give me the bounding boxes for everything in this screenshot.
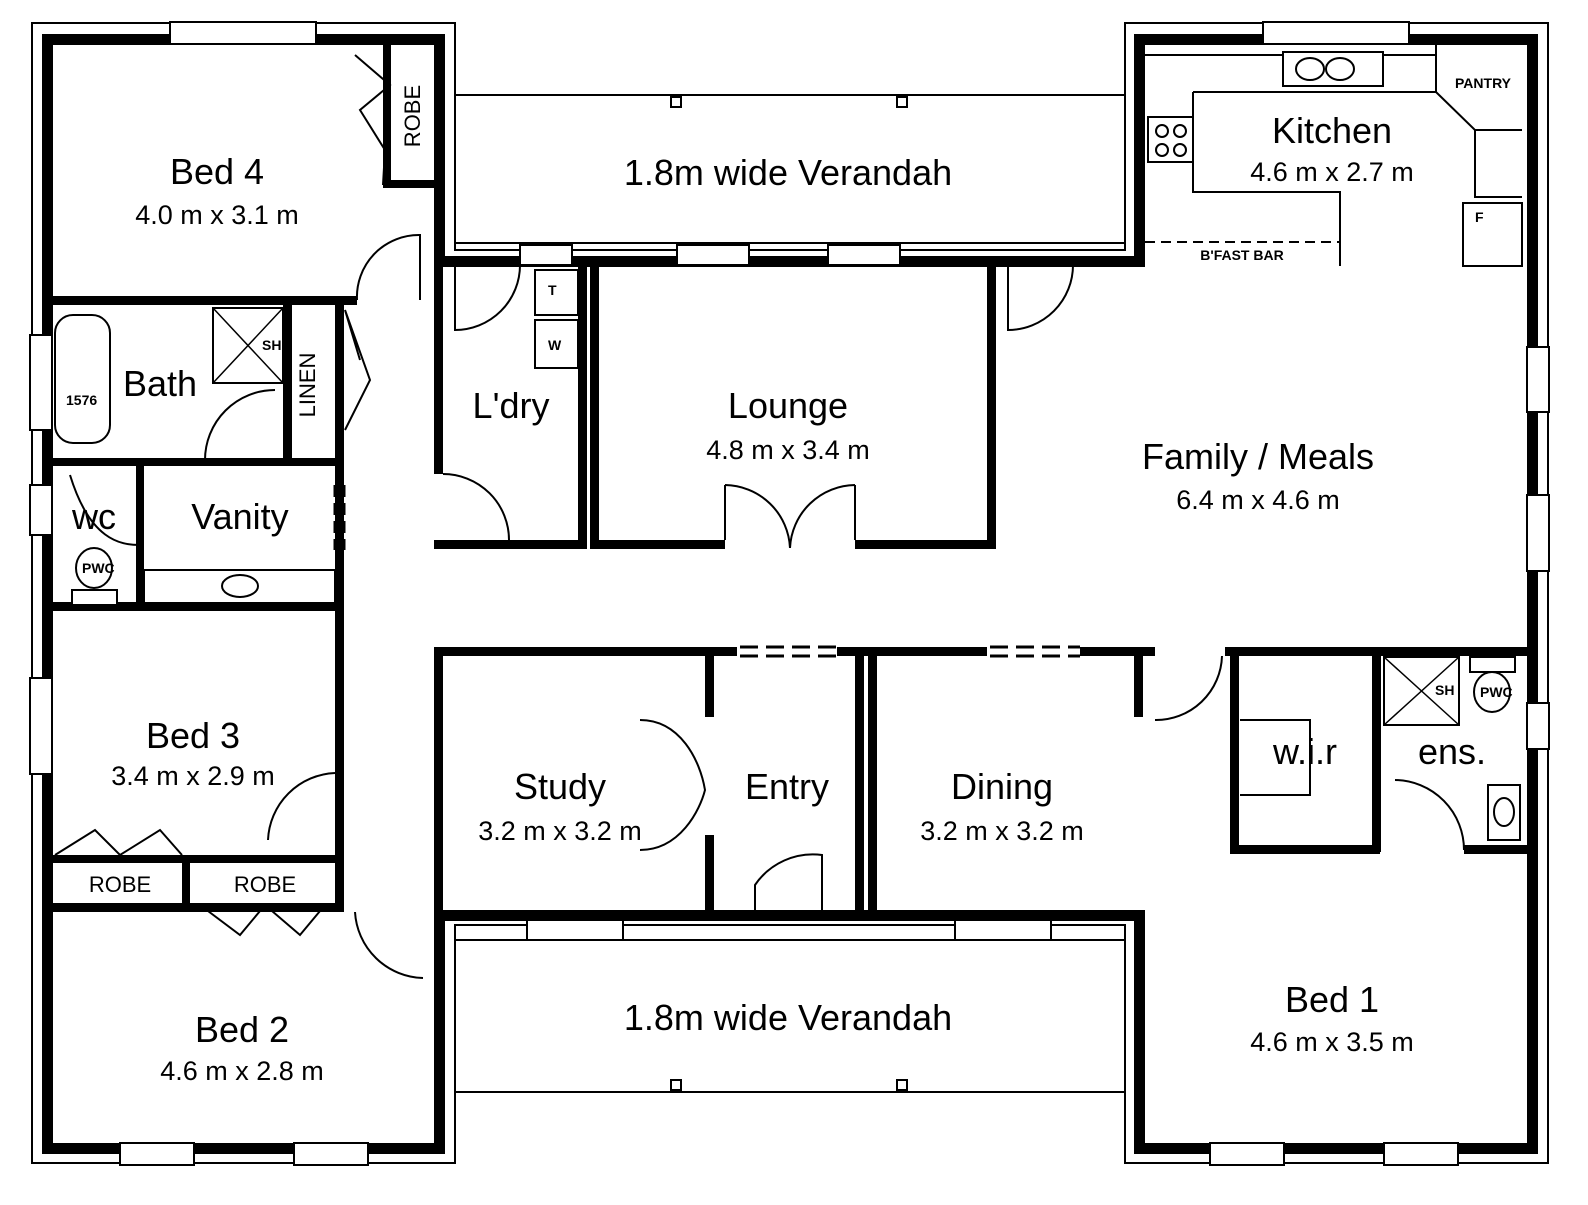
lounge-label: Lounge xyxy=(728,385,848,426)
bath-label: Bath xyxy=(123,363,197,404)
ens-label: ens. xyxy=(1418,731,1486,772)
bed2-label: Bed 2 xyxy=(195,1009,289,1050)
wc-label: wc xyxy=(71,496,116,537)
fixtures: 1576 SH PWC T W F SH PWC xyxy=(54,51,1521,841)
linen-label: LINEN xyxy=(295,353,320,418)
kitchen-dim: 4.6 m x 2.7 m xyxy=(1250,157,1414,187)
vanity-label: Vanity xyxy=(191,496,288,537)
lounge-dim: 4.8 m x 3.4 m xyxy=(706,435,870,465)
dining-label: Dining xyxy=(951,766,1053,807)
interior-walls xyxy=(42,45,1536,920)
entry-label: Entry xyxy=(745,766,829,807)
doors xyxy=(54,54,1465,979)
robe-bed4-label: ROBE xyxy=(400,85,425,147)
dining-dim: 3.2 m x 3.2 m xyxy=(920,816,1084,846)
wir-label: w.i.r xyxy=(1272,731,1337,772)
kitchen-label: Kitchen xyxy=(1272,110,1392,151)
fridge-code: F xyxy=(1475,209,1484,225)
bed1-dim: 4.6 m x 3.5 m xyxy=(1250,1027,1414,1057)
verandah-bottom xyxy=(454,939,1126,1093)
bed1-label: Bed 1 xyxy=(1285,979,1379,1020)
bed4-label: Bed 4 xyxy=(170,151,264,192)
family-label: Family / Meals xyxy=(1142,436,1374,477)
wc-code: PWC xyxy=(82,560,115,576)
verandah-bottom-label: 1.8m wide Verandah xyxy=(624,997,952,1038)
windows xyxy=(29,21,1550,1166)
robe-bed2-label: ROBE xyxy=(234,872,296,897)
family-dim: 6.4 m x 4.6 m xyxy=(1176,485,1340,515)
bath-tub-code: 1576 xyxy=(66,392,97,408)
laundry-label: L'dry xyxy=(473,385,550,426)
bed4-dim: 4.0 m x 3.1 m xyxy=(135,200,299,230)
pantry-label: PANTRY xyxy=(1455,75,1512,91)
bed3-label: Bed 3 xyxy=(146,715,240,756)
bed3-dim: 3.4 m x 2.9 m xyxy=(111,761,275,791)
verandah-top xyxy=(454,94,1126,244)
robe-bed3-label: ROBE xyxy=(89,872,151,897)
washer-code: W xyxy=(548,337,562,353)
bfast-bar-label: B'FAST BAR xyxy=(1200,247,1283,263)
ens-wc-code: PWC xyxy=(1480,684,1513,700)
room-labels: Bed 4 4.0 m x 3.1 m ROBE 1.8m wide Veran… xyxy=(71,75,1512,1086)
study-dim: 3.2 m x 3.2 m xyxy=(478,816,642,846)
ens-shower-code: SH xyxy=(1435,682,1454,698)
shower-code: SH xyxy=(262,337,281,353)
study-label: Study xyxy=(514,766,606,807)
trough-code: T xyxy=(548,282,557,298)
verandah-top-label: 1.8m wide Verandah xyxy=(624,152,952,193)
bed2-dim: 4.6 m x 2.8 m xyxy=(160,1056,324,1086)
